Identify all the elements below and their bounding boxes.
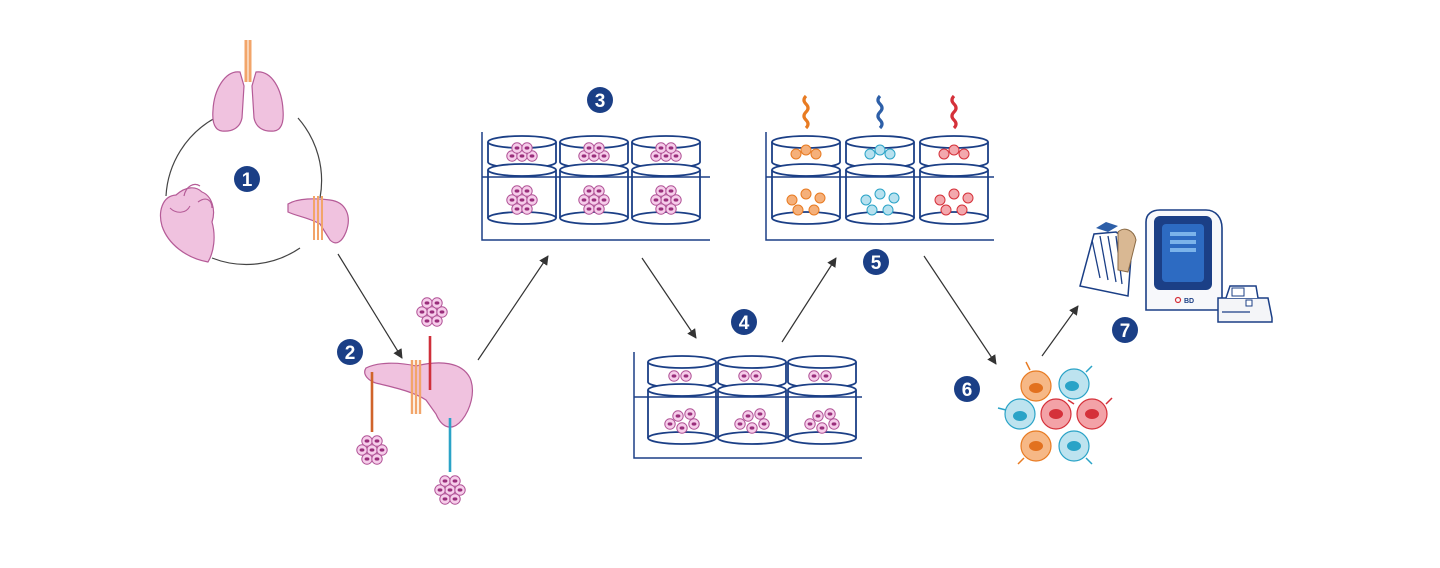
step-badge: 1 (234, 166, 260, 192)
brand-label: BD (1184, 298, 1194, 305)
step-2-biopsy: 2 (337, 298, 474, 504)
step-7-instruments: BD 7 (1079, 209, 1273, 343)
heart-icon (159, 183, 215, 263)
cell-cluster (435, 476, 465, 504)
step-badge: 4 (731, 309, 757, 335)
step-3-culture-plate: 3 (481, 87, 710, 241)
step-5-staining-plate: 5 (765, 94, 994, 275)
step-number: 1 (242, 170, 253, 191)
step-badge: 3 (587, 87, 613, 113)
step-6-labeled-cells: 6 (954, 361, 1113, 465)
step-number: 6 (962, 380, 973, 401)
step-number: 2 (345, 343, 356, 364)
cycle-arc (211, 247, 301, 266)
cell-cluster (357, 436, 387, 464)
plate-reader-icon (1217, 285, 1273, 323)
step-number: 5 (871, 253, 882, 274)
flow-arrow (781, 257, 837, 343)
tube-rack-icon (1079, 222, 1137, 297)
step-badge: 7 (1112, 317, 1138, 343)
flow-arrow (1041, 305, 1079, 357)
step-1-organs: 1 (159, 40, 349, 266)
cell-cluster (417, 298, 447, 326)
cycle-arc (165, 117, 216, 197)
cytometer-icon: BD (1145, 209, 1223, 311)
flow-arrow (641, 257, 697, 339)
flow-arrow (923, 255, 997, 365)
liver-icon (364, 360, 474, 428)
step-number: 4 (739, 313, 750, 334)
flow-arrow (477, 255, 549, 361)
flow-arrow (337, 253, 403, 359)
cycle-arc (297, 117, 323, 199)
step-number: 7 (1120, 321, 1131, 342)
antibody-icon (876, 94, 884, 130)
step-number: 3 (595, 91, 606, 112)
liver-icon (287, 196, 349, 244)
step-badge: 6 (954, 376, 980, 402)
step-4-culture-plate: 4 (633, 309, 862, 459)
antibody-icon (802, 94, 810, 130)
antibody-icon (950, 94, 958, 130)
step-badge: 5 (863, 249, 889, 275)
lungs-icon (212, 40, 284, 132)
step-badge: 2 (337, 339, 363, 365)
